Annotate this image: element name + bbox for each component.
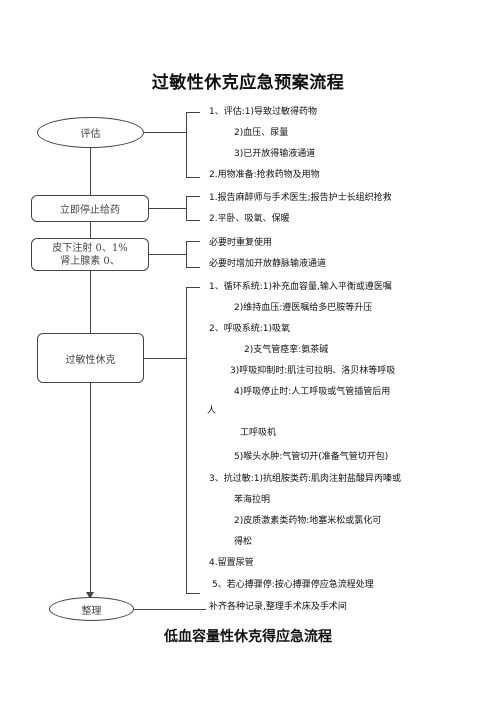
- shock-step: 5)喉头水肿:气管切开(准备气管切开包): [234, 452, 389, 462]
- shock-node-label: 过敏性休克: [65, 354, 116, 366]
- assess-step: 2.用物准备:抢救药物及用物: [209, 170, 320, 180]
- assess-step: 2)血压、尿量: [234, 128, 289, 138]
- stop-drug-node: 立即停止给药: [31, 195, 149, 222]
- shock-step: 2)支气管痉挛:氨茶碱: [244, 345, 329, 355]
- stop-bracket: [186, 196, 187, 220]
- shock-step: 4.留置尿管: [209, 558, 254, 568]
- assess-node-label: 评估: [80, 129, 101, 140]
- shock-step: 1、循环系统:1)补充血容量,输入平衡或遵医嘱: [209, 282, 392, 292]
- injection-connector: [149, 254, 186, 255]
- shock-step: 5、若心搏骤停:按心搏骤停应急流程处理: [212, 580, 374, 590]
- assess-bracket-top: [186, 112, 200, 113]
- flow-arrow-down: [86, 592, 94, 599]
- assess-node: 评估: [37, 117, 144, 148]
- shock-step: 4)呼吸停止时:人工呼吸或气管插管后用: [234, 387, 391, 397]
- shock-step: 2、呼吸系统:1)吸氧: [209, 324, 290, 334]
- shock-step: 人: [207, 406, 217, 416]
- stop-step: 2.平卧、吸氧、保暖: [209, 214, 290, 224]
- shock-bracket: [186, 287, 187, 593]
- assess-bracket-bottom: [186, 177, 200, 178]
- stop-step: 1.报告麻醉师与手术医生;报告护士长组织抢救: [209, 193, 392, 203]
- shock-step: 3、抗过敏:1)抗组胺类药:肌肉注射盐酸异丙嗪或: [209, 474, 402, 484]
- shock-step: 工呼吸机: [240, 428, 277, 438]
- injection-bracket-bottom: [186, 267, 200, 268]
- injection-bracket: [186, 241, 187, 267]
- shock-step: 2)皮质激素类药物:地塞米松或氯化可: [234, 516, 382, 526]
- organize-node-label: 整理: [81, 605, 102, 617]
- assess-connector: [144, 132, 186, 133]
- injection-bracket-top: [186, 241, 200, 242]
- shock-connector: [144, 358, 186, 359]
- injection-node-line2: 肾上腺素 0、: [60, 256, 120, 267]
- injection-node: 皮下注射 0、1% 肾上腺素 0、: [31, 238, 149, 271]
- shock-step: 得松: [234, 537, 253, 547]
- stop-connector: [149, 208, 186, 209]
- shock-bracket-top: [186, 287, 200, 288]
- stop-drug-node-label: 立即停止给药: [60, 205, 120, 216]
- assess-step: 3)已开放得输液通道: [234, 149, 316, 159]
- organize-node: 整理: [49, 597, 134, 621]
- shock-step: 苯海拉明: [234, 495, 271, 505]
- organize-step: 补齐各种记录,整理手术床及手术间: [209, 602, 347, 612]
- injection-node-line1: 皮下注射 0、1%: [52, 243, 128, 254]
- shock-bracket-bottom: [186, 593, 200, 594]
- stop-bracket-top: [186, 196, 200, 197]
- injection-step: 必要时重复使用: [209, 238, 273, 248]
- page-title: 过敏性休克应急预案流程: [151, 73, 345, 93]
- injection-step: 必要时增加开放静脉输液通道: [209, 259, 327, 269]
- organize-connector: [134, 609, 206, 610]
- assess-bracket: [186, 112, 187, 177]
- shock-step: 2)维持血压:遵医嘱给多巴胺等升压: [234, 303, 373, 313]
- shock-step: 3)呼吸抑制时:肌注可拉明、洛贝林等呼吸: [230, 366, 396, 376]
- footer-title: 低血容量性休克得应急流程: [164, 629, 332, 645]
- assess-step: 1、评估:1)导致过敏得药物: [209, 107, 317, 117]
- shock-node: 过敏性休克: [37, 333, 144, 383]
- stop-bracket-bottom: [186, 220, 200, 221]
